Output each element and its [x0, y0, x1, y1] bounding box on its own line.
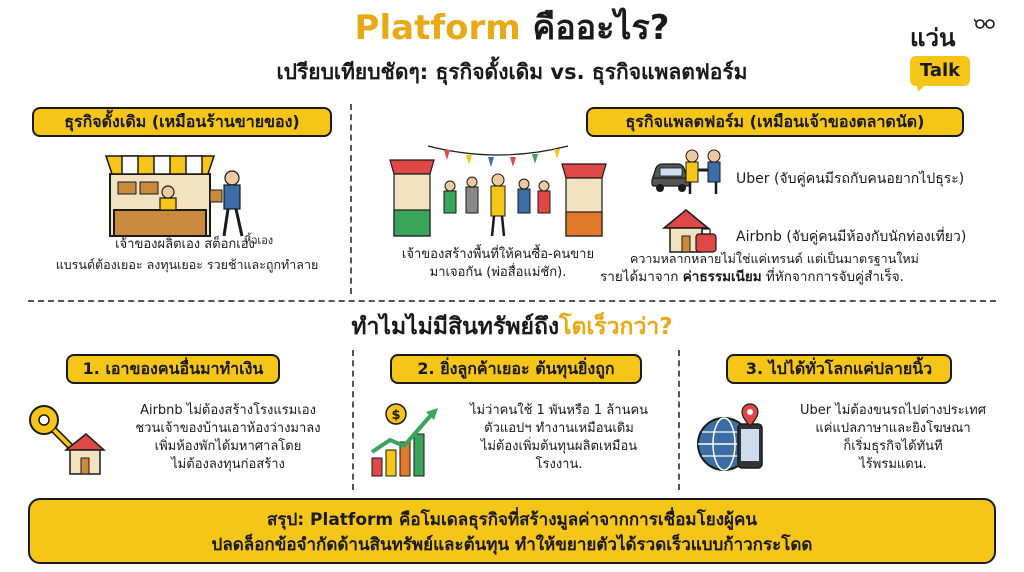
logo-word: แว่น [910, 24, 956, 52]
globe-phone-icon [697, 403, 763, 471]
market-desc-1: เจ้าของสร้างพื้นที่ให้คนซื้อ-คนขาย [401, 247, 595, 262]
title-highlight: Platform [354, 8, 521, 48]
summary-line-1: สรุป: Platform คือโมเดลธุรกิจที่สร้างมูล… [267, 510, 757, 530]
reason-3-text: Uber ไม่ต้องขนรถไปต่างประเทศ แค่แปลภาษาแ… [800, 403, 986, 472]
traditional-desc-2: แบรนด์ต้องเยอะ ลงทุนเยอะ รวยช้าและถูกทำล… [55, 257, 319, 272]
summary-box: สรุป: Platform คือโมเดลธุรกิจที่สร้างมูล… [28, 498, 996, 564]
why-title: ทำไมไม่มีสินทรัพย์ถึงโตเร็วกว่า? [351, 314, 673, 340]
reason-2-text: ไม่ว่าคนใช้ 1 พันหรือ 1 ล้านคน ตัวแอปฯ ท… [469, 403, 649, 472]
car-icon [651, 163, 691, 192]
market-desc-2: มาเจอกัน (พ่อสื่อแม่ชัก). [429, 265, 567, 280]
platform-note-1: ความหลากหลายไม่ใช่แค่เทรนด์ แต่เป็นมาตรฐ… [630, 251, 919, 266]
handshake-icon [685, 149, 721, 194]
platform-note-2: รายได้มาจาก ค่าธรรมเนียม ที่หักจากการจับ… [600, 269, 904, 285]
why-divider-2 [678, 350, 680, 490]
summary-line-2: ปลดล็อกข้อจำกัดด้านสินทรัพย์และต้นทุน ทำ… [211, 535, 813, 555]
market-stalls-icon [389, 145, 607, 237]
reason-3-label: 3. ไปได้ทั่วโลกแค่ปลายนิ้ว [726, 354, 952, 384]
title-rest: คืออะไร? [520, 8, 670, 48]
reason-2-label: 2. ยิ่งลูกค้าเยอะ ต้นทุนยิ่งถูก [390, 354, 642, 384]
logo-badge: Talk [910, 56, 970, 86]
uber-desc: Uber (จับคู่คนมีรถกับคนอยากไปธุระ) [736, 171, 965, 187]
growth-chart-icon: $ [370, 403, 438, 477]
glasses-icon [974, 18, 995, 29]
shop-stall-icon [104, 155, 244, 237]
why-divider-1 [352, 350, 354, 490]
reason-1-text: Airbnb ไม่ต้องสร้างโรงแรมเอง ชวนเจ้าของบ… [135, 403, 321, 472]
airbnb-desc: Airbnb (จับคู่คนมีห้องกับนักท่องเที่ยว) [736, 229, 967, 245]
reason-1-label: 1. เอาของคนอื่นมาทำเงิน [66, 354, 280, 384]
page-subtitle: เปรียบเทียบชัดๆ: ธุรกิจดั้งเดิม vs. ธุรก… [276, 60, 748, 84]
platform-label: ธุรกิจแพลตฟอร์ม (เหมือนเจ้าของตลาดนัด) [586, 107, 964, 137]
top-divider-vertical [350, 104, 352, 294]
traditional-desc-1: เจ้าของผลิตเอง สต็อกเอง [115, 237, 255, 252]
traditional-desc-1b: หิ้วเอง [244, 234, 274, 247]
middle-divider [28, 300, 996, 302]
speech-tail-icon [916, 82, 928, 92]
luggage-icon [695, 228, 717, 253]
brand-logo: แว่น Talk [906, 18, 995, 94]
svg-text:$: $ [391, 408, 400, 423]
page-title: Platform คืออะไร? [0, 8, 1024, 48]
key-house-icon [29, 405, 106, 475]
traditional-label: ธุรกิจดั้งเดิม (เหมือนร้านขายของ) [32, 107, 332, 137]
